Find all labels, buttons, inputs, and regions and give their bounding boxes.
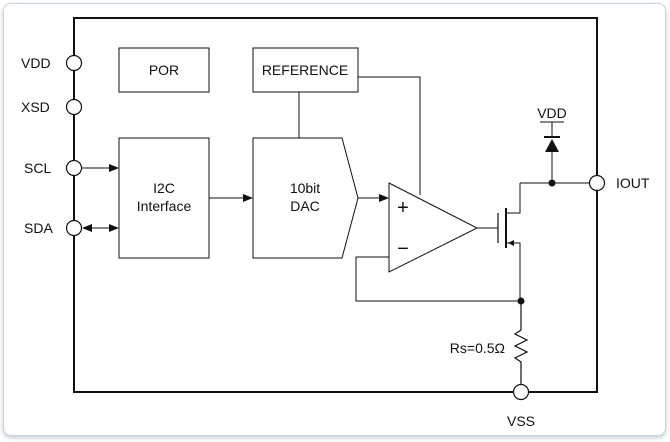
pin-sda-label: SDA [24, 220, 53, 236]
arrow-i2c-to-dac [243, 194, 253, 202]
pin-vdd-label: VDD [21, 55, 51, 71]
pin-vss-label: VSS [507, 413, 535, 429]
pin-scl-label: SCL [24, 160, 51, 176]
i2c-interface-block [118, 137, 210, 259]
dac-label-line2: DAC [290, 198, 320, 214]
pin-iout [588, 174, 606, 192]
wire-ref-to-amp [358, 76, 421, 195]
chip-outline [73, 17, 598, 393]
pin-xsd [65, 98, 83, 116]
wire-feedback [355, 256, 520, 302]
arrow-scl-to-i2c [109, 164, 119, 172]
i2c-label-line2: Interface [137, 198, 192, 214]
mosfet-source [506, 242, 521, 302]
reference-label: REFERENCE [262, 62, 348, 78]
por-block [118, 47, 210, 93]
pin-vss [512, 383, 530, 401]
resistor-label: Rs=0.5Ω [450, 340, 505, 356]
pin-sda [65, 219, 83, 237]
arrow-sda-right [109, 224, 119, 232]
op-amp-plus: + [397, 197, 409, 219]
dac-block [252, 137, 359, 259]
pin-scl [65, 159, 83, 177]
reference-block [252, 47, 359, 93]
i2c-label-line1: I2C [153, 180, 175, 196]
op-amp-minus: − [397, 238, 409, 260]
op-amp [388, 182, 479, 273]
arrow-dac-to-amp [379, 194, 389, 202]
mosfet-drain [506, 183, 521, 214]
pin-vdd [65, 54, 83, 72]
vdd-supply-label: VDD [537, 105, 567, 121]
pin-iout-label: IOUT [616, 175, 650, 191]
pin-xsd-label: XSD [21, 99, 50, 115]
por-label: POR [149, 62, 179, 78]
mosfet-arrow [508, 240, 514, 246]
arrow-sda-left [82, 224, 92, 232]
dac-label-line1: 10bit [290, 180, 320, 196]
resistor-rs [513, 301, 529, 388]
diode-icon [545, 139, 559, 152]
